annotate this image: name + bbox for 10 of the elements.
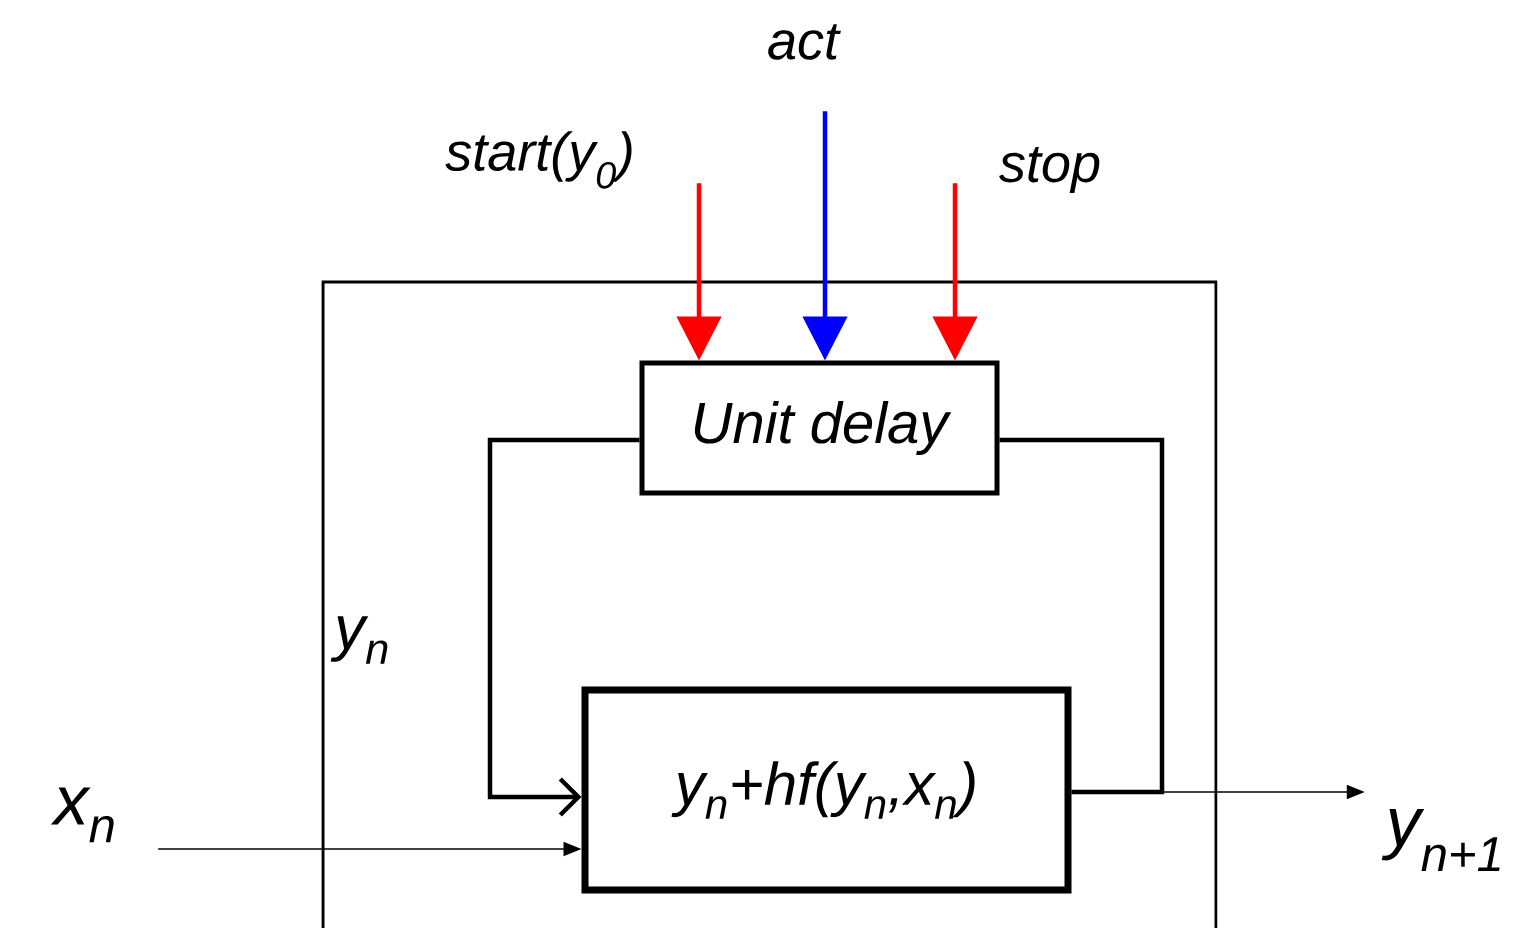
outer-frame: [321, 280, 1218, 928]
arrow: [487, 437, 640, 817]
input-label: x$_{n}$: [50, 787, 114, 843]
process-box: Unit delay: [639, 360, 1000, 496]
output-label: y$_{n+1}$: [1381, 808, 1500, 872]
input-label: act: [768, 24, 841, 60]
process-box: y$_{n}$+hf(y$_{n}$,x$_{n}$): [581, 686, 1072, 894]
input-label: stop: [999, 146, 1100, 194]
signal-label: y$_{n}$: [330, 616, 388, 664]
input-label: start(y$_{0}$): [445, 131, 632, 189]
